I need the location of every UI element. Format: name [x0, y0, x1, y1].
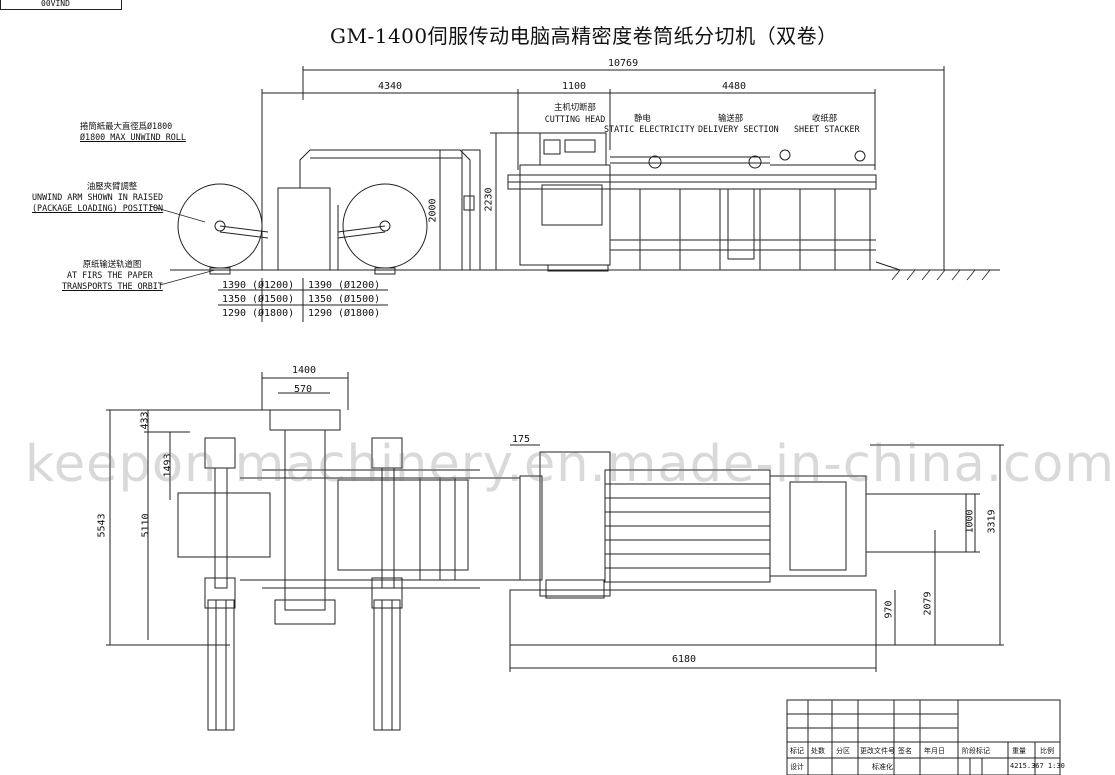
roll-table-cell: 1390 [222, 280, 247, 291]
roll-table-cell: 1350 [308, 294, 333, 305]
label-stacker-cn: 收纸部 [812, 113, 838, 123]
label-orbit-en-1: AT FIRS THE PAPER [67, 270, 153, 280]
base-plate [509, 589, 877, 646]
roll-table-cell: 1290 [222, 308, 247, 319]
label-max-unwind-en: Ø1800 MAX UNWIND ROLL [80, 132, 186, 142]
gantry-column [284, 429, 326, 611]
tb-cell: 分区 [836, 747, 850, 755]
dim-unwind-length: 4340 [378, 81, 403, 92]
tb-cell: 签名 [898, 747, 912, 755]
tb-cell: 标记 [790, 747, 804, 755]
roll-table-cell: (Ø1200) [252, 280, 295, 291]
conveyor-roller [748, 155, 762, 169]
tb-cell: 年月日 [924, 747, 945, 755]
dim-total-length: 10769 [608, 58, 639, 69]
dim-width-570: 570 [294, 384, 313, 395]
paper-exit [865, 493, 967, 553]
label-cutting-cn: 主机切断部 [554, 102, 596, 112]
paper-web-left [177, 492, 271, 558]
ground-hatch [891, 269, 991, 281]
stacker-roller [779, 149, 791, 161]
conveyor-roller [648, 155, 662, 169]
control-box [463, 195, 475, 211]
tb-row2-cell: 设计 [790, 763, 804, 771]
dim-height-main: 2000 [427, 198, 439, 223]
dim-height-head: 2230 [483, 187, 495, 212]
label-static-en: STATIC ELECTRICITY [604, 124, 695, 134]
label-cutting-en: CUTTING HEAD [544, 114, 606, 124]
watermark: keepon machinery.en.made-in-china.com [25, 435, 1115, 494]
roll-base [374, 267, 396, 275]
tb-right-cell: 重量 [1012, 747, 1026, 755]
roll-core [379, 220, 391, 232]
roll-core [214, 220, 226, 232]
guide-column [461, 149, 481, 271]
tb-cell: 更改文件号 [860, 747, 895, 755]
roll-table-cell: (Ø1800) [338, 308, 381, 319]
title-block-frame [786, 699, 1061, 775]
dim-delivery-length: 4480 [722, 81, 747, 92]
roll-table-cell: 1350 [222, 294, 247, 305]
roll-table-cell: (Ø1500) [338, 294, 381, 305]
roll-base [209, 267, 231, 275]
dim-1000: 1000 [964, 509, 976, 534]
dim-2079: 2079 [922, 591, 934, 616]
overhead-gantry [299, 149, 471, 270]
unwind-track-right [373, 599, 401, 731]
label-static-cn: 静电 [634, 113, 651, 123]
tb-right-cell: 阶段标记 [962, 747, 990, 755]
cutting-frame [519, 164, 611, 266]
feed-section [519, 475, 543, 581]
dim-433: 433 [139, 411, 151, 430]
roll-table-cell: 1390 [308, 280, 333, 291]
dim-3319: 3319 [986, 509, 998, 534]
label-orbit-cn: 原纸输送轨道图 [82, 259, 142, 269]
dim-overall-width: 5543 [96, 513, 108, 538]
dim-175: 175 [512, 434, 531, 445]
label-stacker-en: SHEET STACKER [794, 124, 860, 134]
roll-table-cell: (Ø1500) [252, 294, 295, 305]
drawing-title: GM-1400伺服传动电脑高精密度卷筒纸分切机（双卷） [330, 24, 838, 48]
tb-row2-cell: 标准化 [872, 763, 893, 771]
dim-970: 970 [883, 600, 895, 619]
cutting-head-top [539, 451, 611, 597]
roll-table-cell: (Ø1800) [252, 308, 295, 319]
delivery-pillar [727, 188, 755, 260]
roll-table-cell: (Ø1200) [338, 280, 381, 291]
dim-5110: 5110 [140, 513, 152, 538]
dim-cutting-head-length: 1100 [562, 81, 587, 92]
label-orbit-en-2: TRANSPORTS THE ORBIT [62, 281, 163, 291]
tb-right-cell: 比例 [1040, 747, 1054, 755]
label-delivery-en: DELIVERY SECTION [698, 124, 779, 134]
tb-cell: 处数 [811, 747, 825, 755]
dim-6180: 6180 [672, 654, 697, 665]
stacker-roller [854, 150, 866, 162]
cutting-head-housing [539, 132, 607, 166]
technical-drawing [106, 66, 1061, 775]
label-arm-cn: 油壓夾臂調整 [86, 181, 138, 191]
unwind-stand [277, 187, 331, 271]
dim-width-1400: 1400 [292, 365, 317, 376]
corner-stamp: 00VIND [0, 0, 122, 10]
tb-code: 4215.367 1:30 [1010, 762, 1065, 770]
roll-table-cell: 1290 [308, 308, 333, 319]
label-arm-en-2: (PACKAGE LOADING) POSITION [32, 203, 164, 213]
gantry-top [269, 409, 341, 431]
label-max-unwind-cn: 捲筒紙最大直徑爲Ø1800 [80, 121, 173, 131]
label-delivery-cn: 输送部 [718, 113, 744, 123]
label-arm-en-1: UNWIND ARM SHOWN IN RAISED [32, 192, 164, 202]
paper-web-right [337, 479, 469, 571]
unwind-track-left [207, 599, 235, 731]
